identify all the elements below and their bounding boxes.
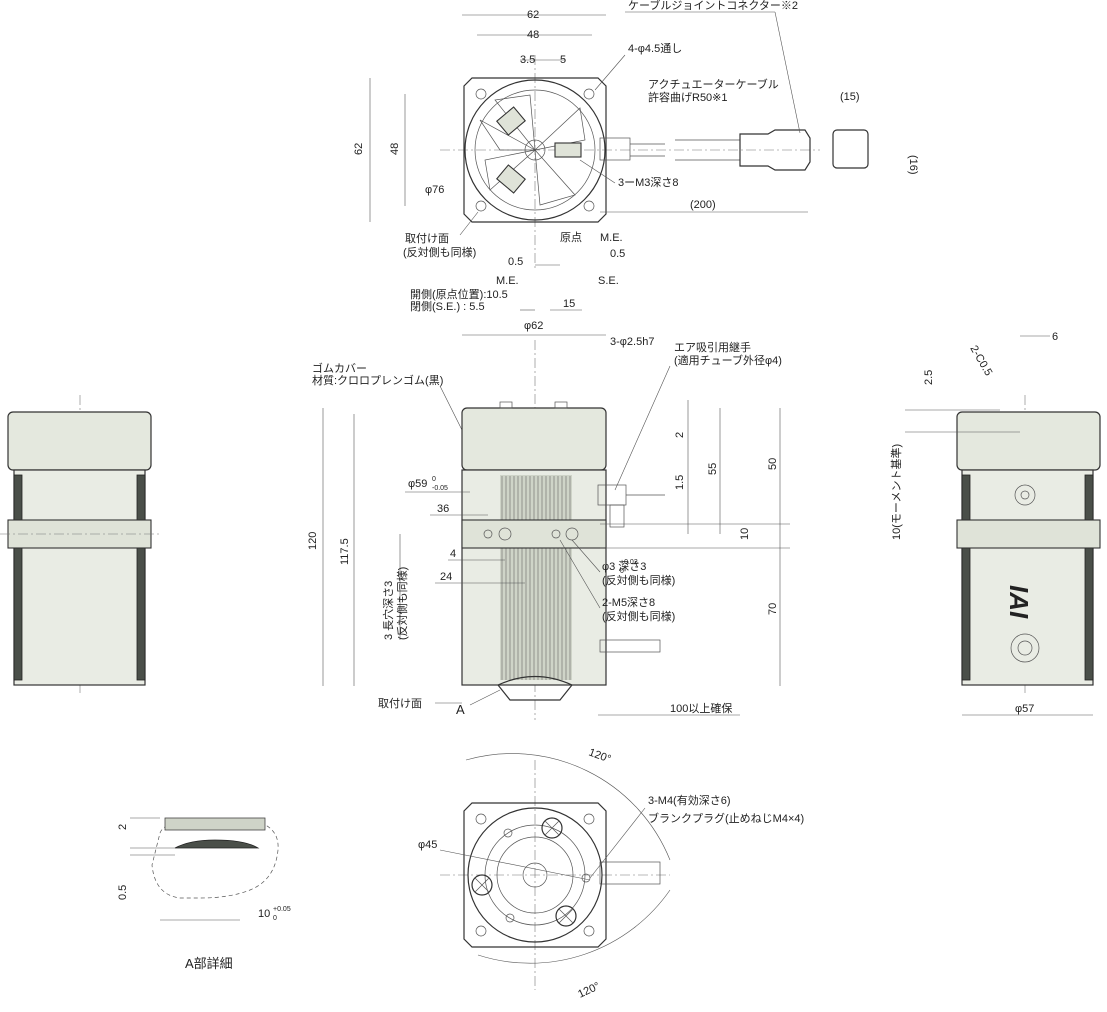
dim-10: 10 bbox=[739, 528, 751, 540]
dim-4: 4 bbox=[450, 548, 456, 560]
dim-6: 6 bbox=[1052, 331, 1058, 343]
label-cable: アクチュエーターケーブル bbox=[648, 77, 779, 91]
label-blank-plug: ブランクプラグ(止めねじM4×4) bbox=[648, 811, 804, 825]
label-m4: 3-M4(有効深さ6) bbox=[648, 793, 731, 807]
label-slot-opp: (反対側も同様) bbox=[395, 567, 409, 640]
right-side-view: IAI φ57 6 2-C0.5 2.5 10(モーメント基準) bbox=[889, 331, 1101, 716]
dim-phi76: φ76 bbox=[425, 184, 444, 196]
label-air2: (適用チューブ外径φ4) bbox=[674, 353, 782, 367]
tol-10-lower: 0 bbox=[273, 915, 277, 922]
label-mount-face2: 取付け面 bbox=[378, 697, 422, 710]
front-view: φ62 3-φ2.5h7 ゴムカバー 材質:クロロプレンゴム(黒) エア吸引用継… bbox=[307, 320, 790, 720]
label-connector: ケーブルジョイントコネクター※2 bbox=[628, 0, 798, 12]
tol-10-upper: +0.05 bbox=[273, 906, 291, 913]
tol-59-upper: 0 bbox=[432, 476, 436, 483]
dim-2: 2 bbox=[674, 432, 686, 438]
angle-120-top: 120° bbox=[587, 747, 612, 766]
dim-62-top: 62 bbox=[527, 9, 539, 21]
label-a: A bbox=[456, 702, 465, 717]
label-phi3: φ3 深さ3 bbox=[602, 560, 646, 573]
label-air: エア吸引用継手 bbox=[674, 340, 751, 354]
label-m5-opp: (反対側も同様) bbox=[602, 609, 675, 623]
label-slot: 3 長穴深さ3 bbox=[381, 581, 395, 640]
label-cable2: 許容曲げR50※1 bbox=[648, 90, 728, 104]
dim-36: 36 bbox=[437, 503, 449, 515]
dim-15: 15 bbox=[563, 298, 575, 310]
dim-0.5-detail: 0.5 bbox=[117, 885, 129, 900]
bottom-view: 120° 120° φ45 3-M4(有効深さ6) ブランクプラグ(止めねじM4… bbox=[418, 747, 804, 1001]
dim-48-top: 48 bbox=[527, 29, 539, 41]
detail-a: 2 0.5 10 +0.05 0 A部詳細 bbox=[117, 817, 291, 971]
label-open-side: 開側(原点位置):10.5 bbox=[410, 287, 508, 301]
dim-15p: (15) bbox=[840, 91, 860, 103]
label-pin: 3-φ2.5h7 bbox=[610, 336, 654, 348]
dim-2-detail: 2 bbox=[117, 824, 129, 830]
dim-0.5-left: 0.5 bbox=[508, 256, 523, 268]
label-me-top: M.E. bbox=[600, 232, 623, 244]
dim-120: 120 bbox=[307, 532, 319, 550]
tol-3-lower: 0 bbox=[620, 568, 624, 575]
tol-59-lower: -0.05 bbox=[432, 485, 448, 492]
dim-200: (200) bbox=[690, 199, 716, 211]
blank-plug-1 bbox=[471, 874, 493, 896]
dim-70: 70 bbox=[767, 603, 779, 615]
label-origin: 原点 bbox=[560, 231, 582, 244]
dim-5: 5 bbox=[560, 54, 566, 66]
label-moment: 10(モーメント基準) bbox=[889, 444, 903, 540]
label-rubber-mat: 材質:クロロプレンゴム(黒) bbox=[312, 373, 443, 387]
dim-50: 50 bbox=[767, 458, 779, 470]
rib-pattern bbox=[500, 475, 572, 680]
blank-plug-3 bbox=[555, 905, 577, 927]
label-phi3-opp: (反対側も同様) bbox=[602, 573, 675, 587]
dim-2.5: 2.5 bbox=[923, 370, 935, 385]
angle-120-bottom: 120° bbox=[576, 980, 602, 1000]
label-holes: 4-φ4.5通し bbox=[628, 42, 682, 55]
dim-48-side: 48 bbox=[389, 143, 401, 155]
label-me-bottom: M.E. bbox=[496, 275, 519, 287]
dim-55: 55 bbox=[707, 463, 719, 475]
dim-phi45: φ45 bbox=[418, 839, 437, 851]
label-se: S.E. bbox=[598, 275, 619, 287]
dim-phi57: φ57 bbox=[1015, 703, 1034, 715]
dim-0.5-right: 0.5 bbox=[610, 248, 625, 260]
label-chamfer: 2-C0.5 bbox=[967, 344, 994, 379]
label-m5: 2-M5深さ8 bbox=[602, 596, 655, 609]
label-mount-face: 取付け面 bbox=[405, 232, 449, 245]
label-m3: 3ーM3深さ8 bbox=[618, 176, 679, 189]
blank-plug-2 bbox=[541, 817, 563, 839]
top-view: 62 48 3.5 5 62 48 φ76 (200) (15) (16) ケー… bbox=[353, 0, 919, 313]
dim-phi59: φ59 bbox=[408, 478, 427, 490]
label-close-side: 閉側(S.E.) : 5.5 bbox=[410, 300, 485, 313]
dim-24: 24 bbox=[440, 571, 452, 583]
label-clearance: 100以上確保 bbox=[670, 701, 732, 715]
dim-10-detail: 10 bbox=[258, 908, 270, 920]
label-detail-a: A部詳細 bbox=[185, 956, 233, 971]
label-rubber: ゴムカバー bbox=[312, 361, 367, 375]
label-mount-face-opp: (反対側も同様) bbox=[403, 245, 476, 259]
dim-3.5: 3.5 bbox=[520, 54, 535, 66]
dim-phi62: φ62 bbox=[524, 320, 543, 332]
dim-117.5: 117.5 bbox=[339, 538, 351, 565]
dim-62-side: 62 bbox=[353, 143, 365, 155]
dim-1.5: 1.5 bbox=[674, 475, 686, 490]
tol-3-upper: +0.03 bbox=[620, 559, 638, 566]
left-side-view bbox=[0, 395, 160, 695]
dim-16p: (16) bbox=[907, 155, 919, 175]
iai-logo: IAI bbox=[1004, 585, 1034, 619]
